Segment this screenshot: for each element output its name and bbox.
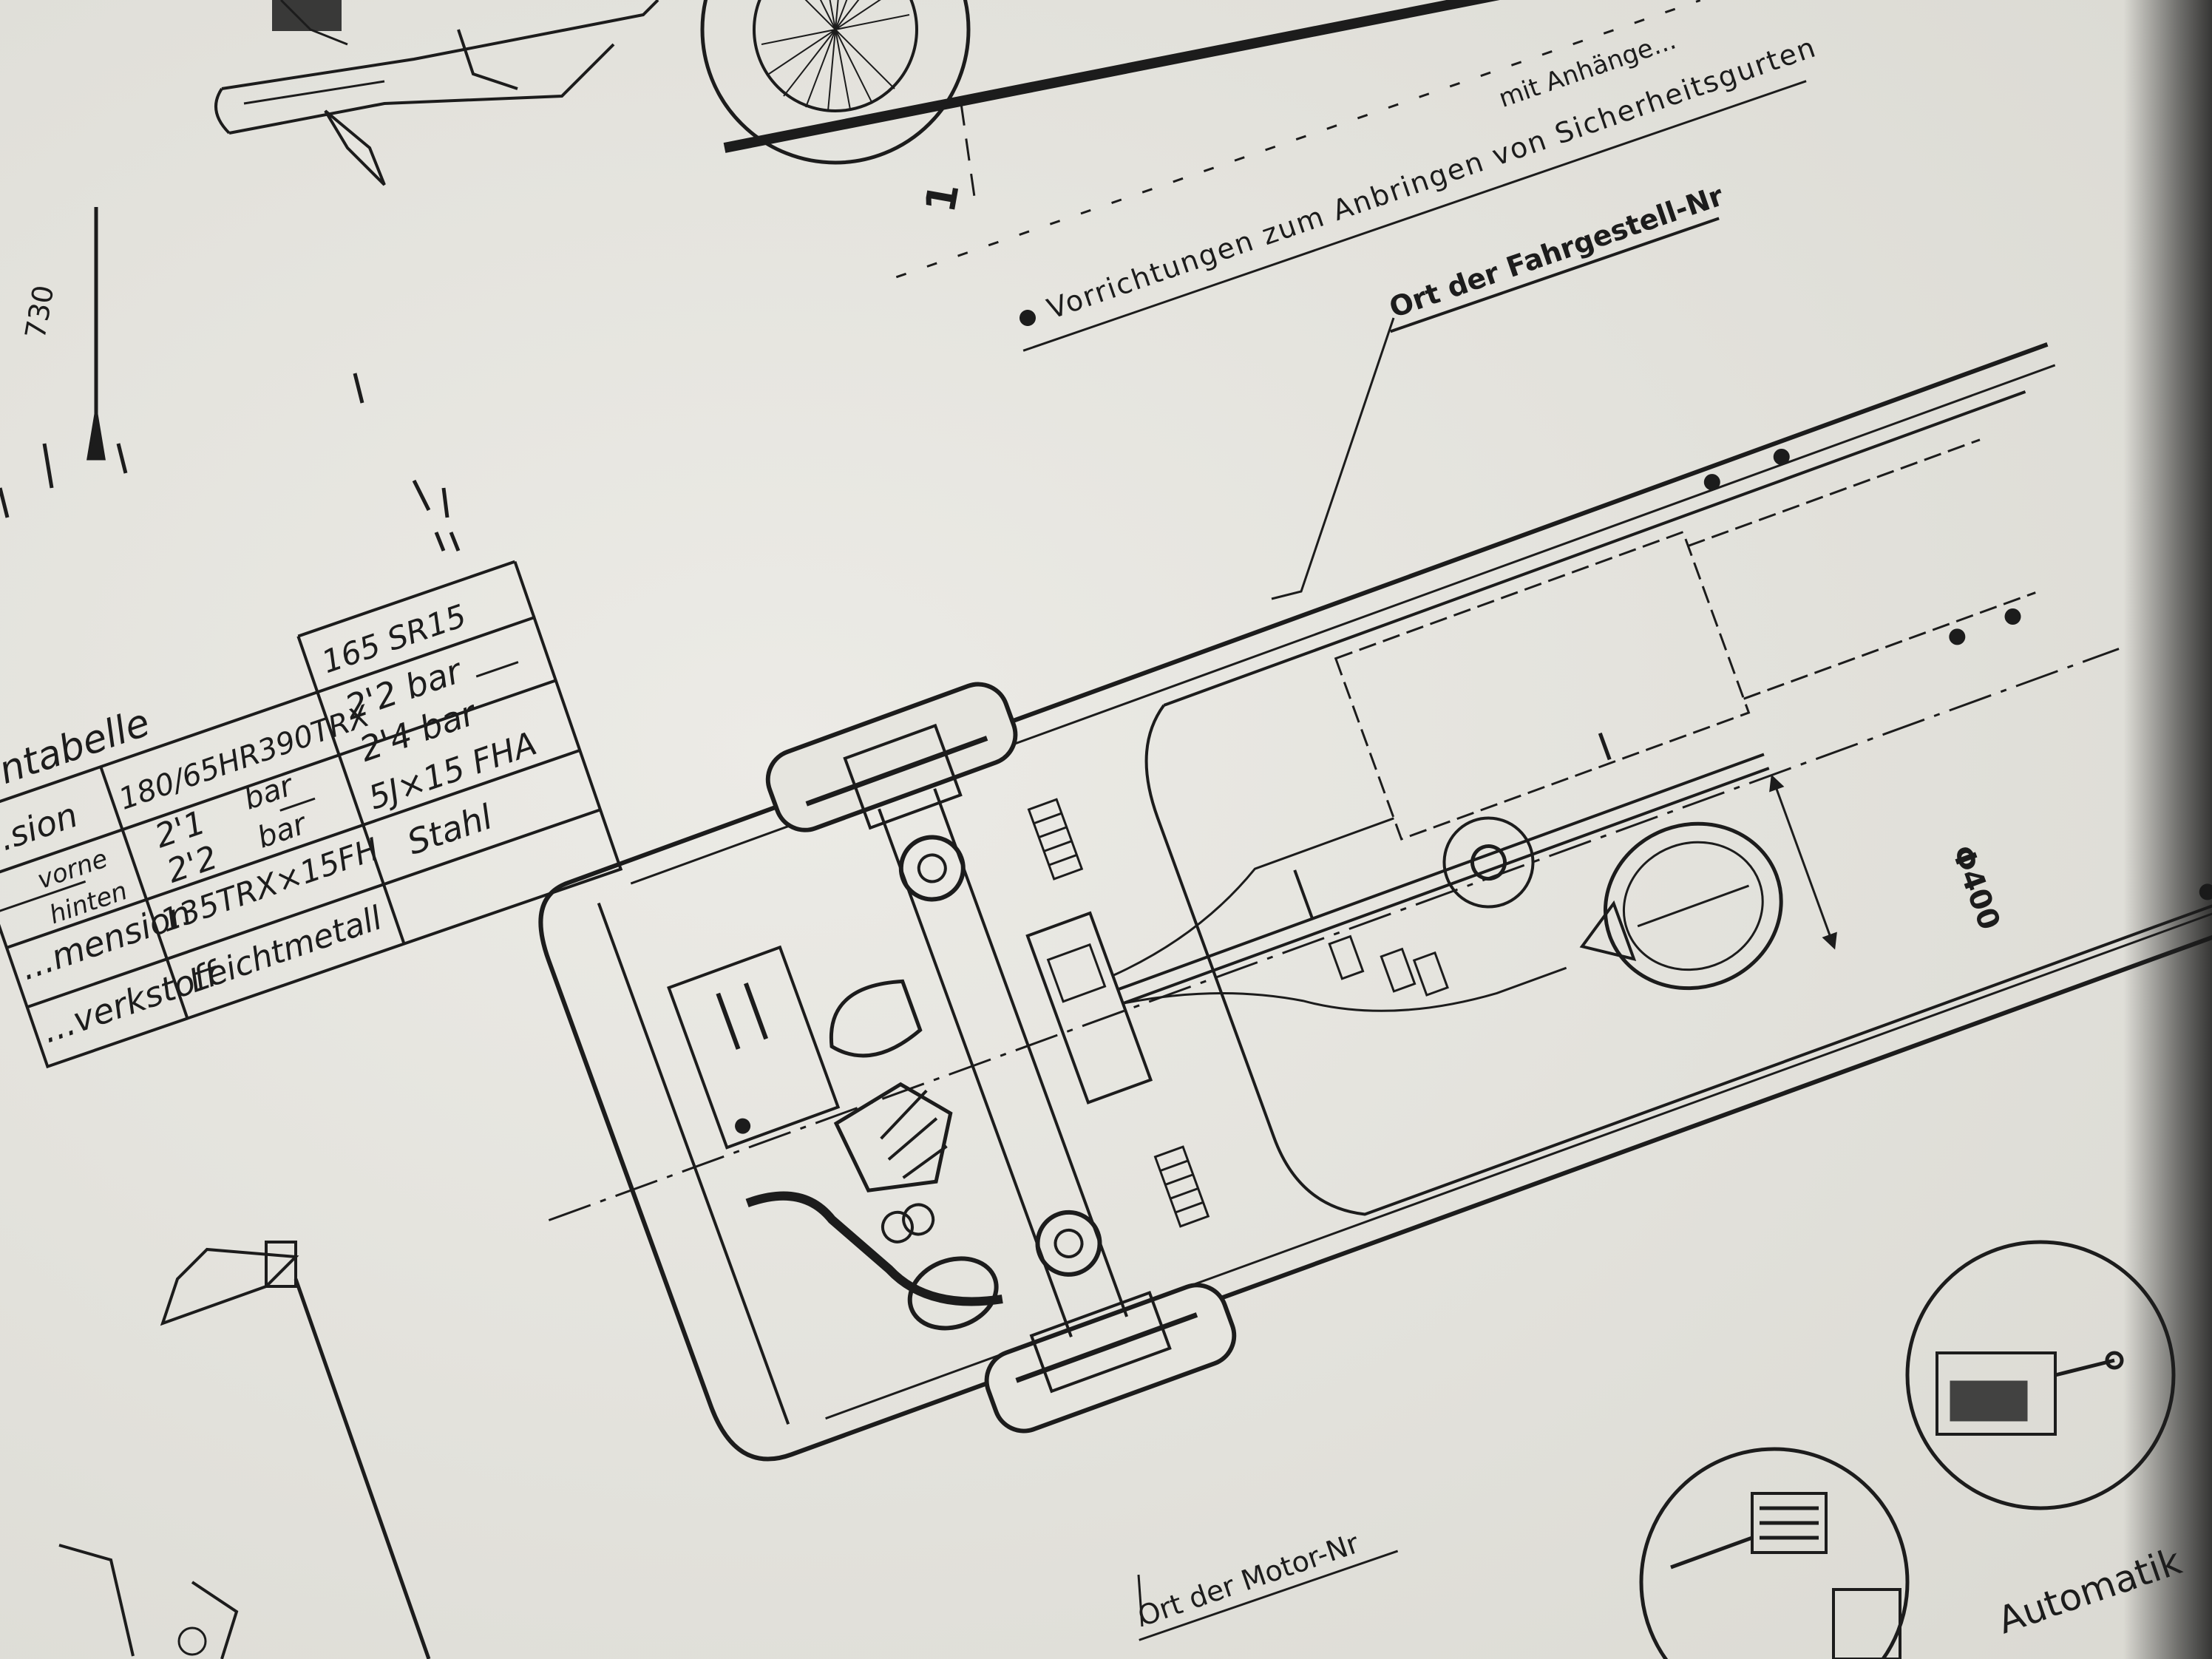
tick-marks-left — [0, 207, 461, 552]
wheel-side-view — [700, 0, 971, 165]
detail-circle-pedals — [1639, 1447, 1910, 1659]
centre-line — [548, 648, 2120, 1221]
exhaust-pipe — [745, 1191, 1003, 1306]
floor-pan — [1144, 704, 2212, 1216]
tire-table-frame — [0, 615, 623, 1069]
detail-circle-gearbox — [1905, 1240, 2176, 1510]
side-view-fragment — [214, 0, 1500, 208]
underbody-plan — [538, 342, 2212, 1462]
spare-wheel — [1603, 821, 1783, 991]
chassis-leader-line — [1271, 317, 1395, 600]
lever-sketch — [58, 1241, 431, 1659]
plate-component — [667, 945, 841, 1150]
driveshaft — [1117, 753, 1765, 991]
